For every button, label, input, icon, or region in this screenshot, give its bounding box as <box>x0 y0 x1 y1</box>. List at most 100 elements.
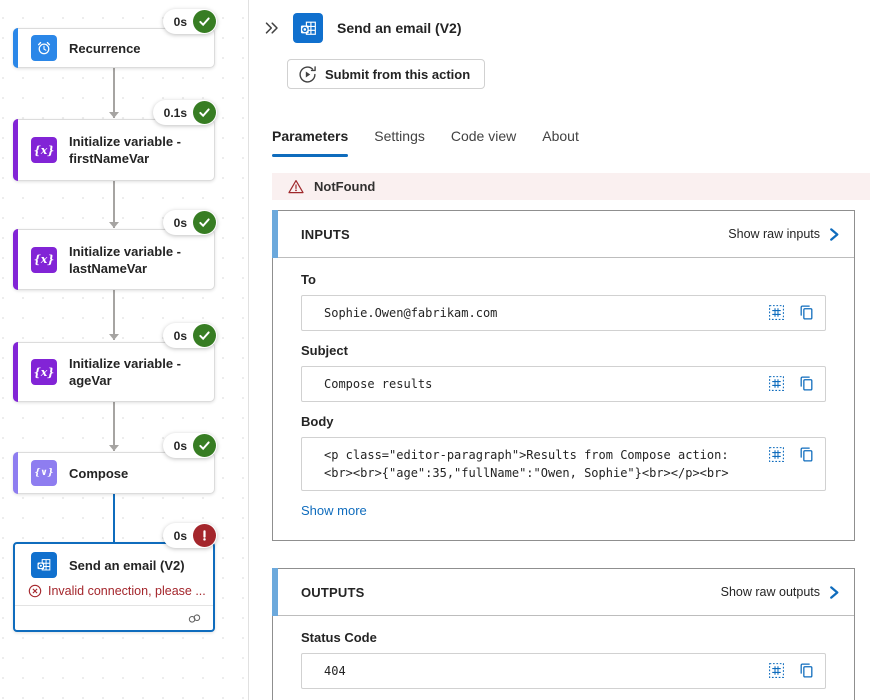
duration-label: 0s <box>173 328 187 343</box>
copy-icon[interactable] <box>798 446 815 463</box>
section-accent-bar <box>272 568 278 616</box>
status-code-value: 404 <box>324 664 346 678</box>
show-raw-outputs-label: Show raw outputs <box>720 585 820 599</box>
node-title: Initialize variable - lastNameVar <box>69 243 181 276</box>
inputs-section-header: INPUTS Show raw inputs <box>272 210 854 258</box>
node-initialize-variable-firstnamevar[interactable]: 0.1s {x} Initialize variable - firstName… <box>13 100 217 181</box>
error-banner-text: NotFound <box>314 179 376 194</box>
node-footer <box>15 605 213 630</box>
field-value-subject: Compose results <box>301 366 826 402</box>
error-icon <box>193 524 216 547</box>
view-as-table-icon[interactable] <box>768 446 785 463</box>
show-raw-inputs-link[interactable]: Show raw inputs <box>728 227 840 241</box>
body-value: <p class="editor-paragraph">Results from… <box>324 448 729 480</box>
node-accent-bar <box>13 452 18 494</box>
field-label-to: To <box>301 272 316 287</box>
success-icon <box>193 10 216 33</box>
chevron-right-icon <box>830 585 839 599</box>
edge-connector <box>109 68 118 118</box>
variable-icon: {x} <box>31 137 57 163</box>
section-accent-bar <box>272 210 278 258</box>
node-accent-bar <box>13 229 18 290</box>
copy-icon[interactable] <box>798 662 815 679</box>
error-circle-x-icon <box>28 584 42 598</box>
node-title: Initialize variable - ageVar <box>69 356 181 388</box>
show-raw-outputs-link[interactable]: Show raw outputs <box>721 585 840 599</box>
show-raw-inputs-label: Show raw inputs <box>728 227 820 241</box>
outputs-section: OUTPUTS Show raw outputs Status Code 404 <box>272 568 855 700</box>
run-duration-badge: 0s <box>162 210 217 235</box>
flow-canvas[interactable]: 0s Recurrence 0.1s <box>0 0 248 700</box>
outlook-icon <box>293 13 323 43</box>
duration-label: 0s <box>173 14 187 29</box>
node-accent-bar <box>13 119 18 181</box>
run-duration-badge: 0s <box>162 523 217 548</box>
tab-parameters[interactable]: Parameters <box>272 128 349 157</box>
to-value: Sophie.Owen@fabrikam.com <box>324 306 498 320</box>
inputs-body: To Sophie.Owen@fabrikam.com Subject Comp… <box>273 258 854 540</box>
submit-button-label: Submit from this action <box>325 66 471 82</box>
node-send-an-email[interactable]: 0s Send an email (V2) Invalid connection <box>13 523 217 632</box>
edge-connector <box>109 181 118 228</box>
tab-settings[interactable]: Settings <box>374 128 425 144</box>
node-error-message: Invalid connection, please ... <box>48 584 206 598</box>
view-as-table-icon[interactable] <box>768 304 785 321</box>
error-banner: NotFound <box>272 173 870 200</box>
connection-link-icon <box>187 612 202 625</box>
view-as-table-icon[interactable] <box>768 662 785 679</box>
panel-header: Send an email (V2) <box>261 13 461 43</box>
panel-title: Send an email (V2) <box>337 20 462 36</box>
copy-icon[interactable] <box>798 304 815 321</box>
node-error-message-row: Invalid connection, please ... <box>15 583 213 605</box>
action-details-panel: Send an email (V2) Submit from this acti… <box>249 0 870 700</box>
edge-connector <box>109 402 118 451</box>
node-title: Initialize variable - firstNameVar <box>69 134 181 166</box>
outputs-section-header: OUTPUTS Show raw outputs <box>272 568 854 616</box>
field-value-status-code: 404 <box>301 653 826 689</box>
outputs-heading: OUTPUTS <box>301 584 365 600</box>
success-icon <box>193 101 216 124</box>
panel-tabs: Parameters Settings Code view About <box>272 128 579 157</box>
field-label-subject: Subject <box>301 343 348 358</box>
node-accent-bar <box>13 28 18 68</box>
success-icon <box>193 434 216 457</box>
node-initialize-variable-agevar[interactable]: 0s {x} Initialize variable - ageVar <box>13 323 217 402</box>
field-label-status-code: Status Code <box>301 630 377 645</box>
success-icon <box>193 324 216 347</box>
success-icon <box>193 211 216 234</box>
field-label-body: Body <box>301 414 334 429</box>
duration-label: 0s <box>173 438 187 453</box>
field-value-to: Sophie.Owen@fabrikam.com <box>301 295 826 331</box>
node-initialize-variable-lastnamevar[interactable]: 0s {x} Initialize variable - lastNameVar <box>13 210 217 290</box>
panel-divider <box>248 0 249 700</box>
inputs-section: INPUTS Show raw inputs To Sophie.Owen@fa… <box>272 210 855 541</box>
variable-icon: {x} <box>31 246 57 273</box>
subject-value: Compose results <box>324 377 433 391</box>
inputs-heading: INPUTS <box>301 226 350 242</box>
duration-label: 0s <box>173 528 187 543</box>
node-title: Recurrence <box>69 40 141 56</box>
outputs-body: Status Code 404 <box>273 616 854 700</box>
copy-icon[interactable] <box>798 375 815 392</box>
resubmit-icon <box>298 65 317 84</box>
tab-code-view[interactable]: Code view <box>450 128 517 144</box>
outlook-icon <box>31 552 57 578</box>
variable-icon: {x} <box>31 359 57 385</box>
collapse-panel-icon[interactable] <box>261 17 283 39</box>
node-accent-bar <box>13 342 18 402</box>
view-as-table-icon[interactable] <box>768 375 785 392</box>
submit-from-action-button[interactable]: Submit from this action <box>287 59 486 89</box>
node-compose[interactable]: 0s {∨} Compose <box>13 433 217 494</box>
edge-connector-selected <box>113 494 115 542</box>
compose-icon: {∨} <box>31 460 57 486</box>
node-title: Compose <box>69 465 129 481</box>
run-duration-badge: 0s <box>162 433 217 458</box>
field-value-body: <p class="editor-paragraph">Results from… <box>301 437 826 491</box>
edge-connector <box>109 290 118 340</box>
node-recurrence[interactable]: 0s Recurrence <box>13 9 217 68</box>
warning-triangle-icon <box>288 179 304 194</box>
recurrence-icon <box>31 35 57 61</box>
tab-about[interactable]: About <box>542 128 579 144</box>
show-more-link[interactable]: Show more <box>301 503 367 518</box>
